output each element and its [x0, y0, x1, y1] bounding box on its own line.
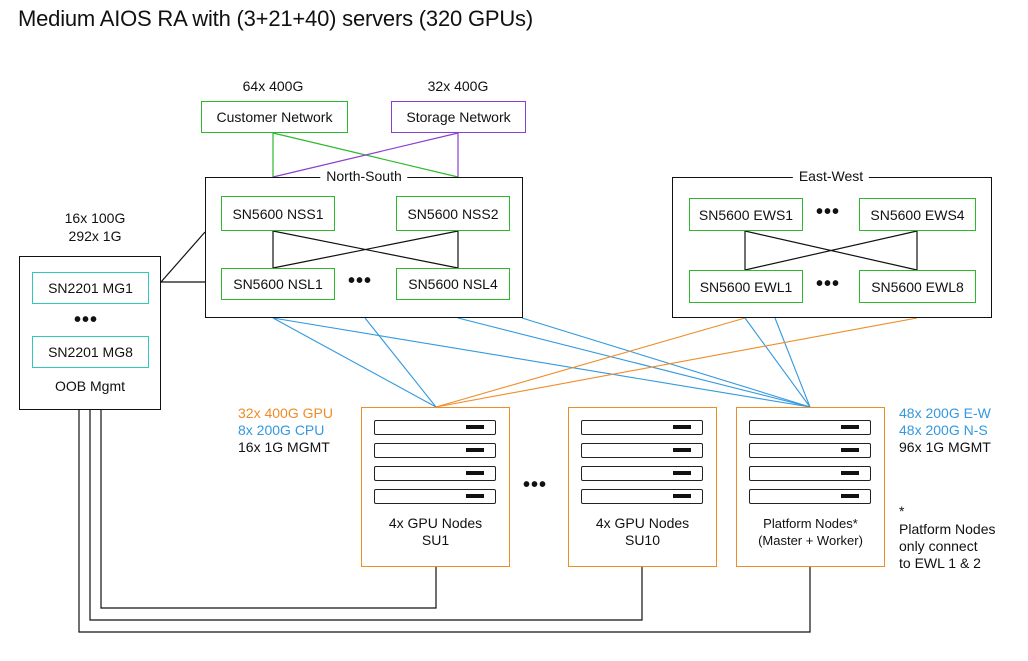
drive-indicator	[841, 471, 859, 475]
server-unit	[749, 420, 871, 435]
server-unit	[374, 420, 496, 435]
ns-ellipsis: •••	[348, 270, 373, 292]
switch-nss1[interactable]: SN5600 NSS1	[221, 196, 335, 231]
server-unit	[374, 466, 496, 481]
switch-nss2[interactable]: SN5600 NSS2	[396, 196, 510, 231]
ns-blue-links	[272, 317, 811, 408]
diagram-title: Medium AIOS RA with (3+21+40) servers (3…	[18, 6, 533, 31]
su-gpu-links: 32x 400G GPU	[238, 405, 333, 421]
server-group-su1[interactable]: 4x GPU Nodes SU1	[361, 407, 510, 567]
oob-link-count-100g: 16x 100G	[64, 210, 126, 226]
platform-label-line2: (Master + Worker)	[758, 533, 863, 548]
platform-ew-links: 48x 200G E-W	[899, 405, 991, 421]
ew-ellipsis-top: •••	[816, 201, 841, 223]
switch-mg8[interactable]: SN2201 MG8	[32, 336, 149, 368]
drive-indicator	[673, 471, 691, 475]
su1-label-line2: SU1	[421, 532, 450, 548]
drive-indicator	[466, 494, 484, 498]
switch-mg1[interactable]: SN2201 MG1	[32, 272, 149, 304]
server-unit	[581, 466, 703, 481]
drive-indicator	[466, 448, 484, 452]
drive-indicator	[841, 448, 859, 452]
drive-indicator	[841, 494, 859, 498]
su1-label-line1: 4x GPU Nodes	[388, 515, 483, 531]
server-group-platform[interactable]: Platform Nodes* (Master + Worker)	[736, 407, 885, 567]
ns-mesh	[272, 230, 459, 269]
oob-ellipsis: •••	[74, 309, 99, 331]
switch-ewl8[interactable]: SN5600 EWL8	[859, 270, 976, 303]
drive-indicator	[466, 471, 484, 475]
oob-link-count-1g: 292x 1G	[68, 228, 122, 244]
server-unit	[749, 443, 871, 458]
su-mgmt-links: 16x 1G MGMT	[238, 439, 330, 455]
north-south-title: North-South	[320, 168, 408, 184]
east-west-title: East-West	[792, 168, 870, 184]
footnote-line3: to EWL 1 & 2	[899, 555, 981, 571]
oob-ns-links	[160, 231, 206, 283]
drive-indicator	[841, 425, 859, 429]
storage-link-count: 32x 400G	[427, 78, 489, 94]
customer-network-box[interactable]: Customer Network	[201, 101, 348, 133]
platform-mgmt-links: 96x 1G MGMT	[899, 439, 991, 455]
storage-network-links	[272, 132, 459, 178]
ew-mesh	[744, 230, 918, 271]
server-unit	[749, 466, 871, 481]
server-unit	[374, 489, 496, 504]
storage-network-box[interactable]: Storage Network	[391, 101, 526, 133]
su10-label-line1: 4x GPU Nodes	[595, 515, 690, 531]
switch-nsl1[interactable]: SN5600 NSL1	[221, 268, 335, 300]
drive-indicator	[466, 425, 484, 429]
oob-mgmt-frame	[19, 256, 161, 410]
switch-ews4[interactable]: SN5600 EWS4	[859, 198, 976, 231]
server-group-su10[interactable]: 4x GPU Nodes SU10	[568, 407, 717, 567]
ew-ellipsis-bottom: •••	[816, 273, 841, 295]
server-unit	[581, 443, 703, 458]
platform-label-line1: Platform Nodes*	[763, 516, 858, 531]
drive-indicator	[673, 425, 691, 429]
server-unit	[749, 489, 871, 504]
switch-nsl4[interactable]: SN5600 NSL4	[396, 268, 510, 300]
server-unit	[581, 489, 703, 504]
platform-ns-links: 48x 200G N-S	[899, 422, 988, 438]
oob-mgmt-cables	[78, 410, 811, 633]
su10-label-line2: SU10	[624, 532, 661, 548]
server-unit	[581, 420, 703, 435]
footnote-line1: Platform Nodes	[899, 521, 996, 537]
switch-ews1[interactable]: SN5600 EWS1	[689, 198, 803, 231]
oob-mgmt-label: OOB Mgmt	[54, 378, 125, 394]
su-ellipsis: •••	[523, 474, 548, 496]
su-cpu-links: 8x 200G CPU	[238, 422, 325, 438]
drive-indicator	[673, 494, 691, 498]
drive-indicator	[673, 448, 691, 452]
footnote-star: *	[899, 503, 905, 519]
footnote-line2: only connect	[899, 538, 978, 554]
customer-link-count: 64x 400G	[242, 78, 304, 94]
server-unit	[374, 443, 496, 458]
switch-ewl1[interactable]: SN5600 EWL1	[689, 270, 803, 303]
ew-orange-links	[435, 317, 918, 408]
